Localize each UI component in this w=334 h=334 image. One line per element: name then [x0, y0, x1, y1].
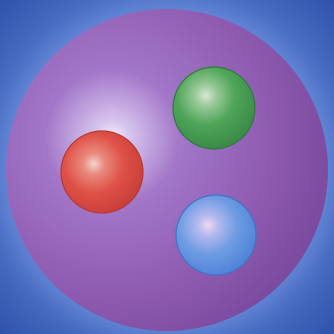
- red-sphere: [61, 131, 143, 213]
- blue-sphere: [176, 195, 256, 275]
- green-sphere: [173, 67, 255, 149]
- large-purple-sphere: [6, 9, 328, 331]
